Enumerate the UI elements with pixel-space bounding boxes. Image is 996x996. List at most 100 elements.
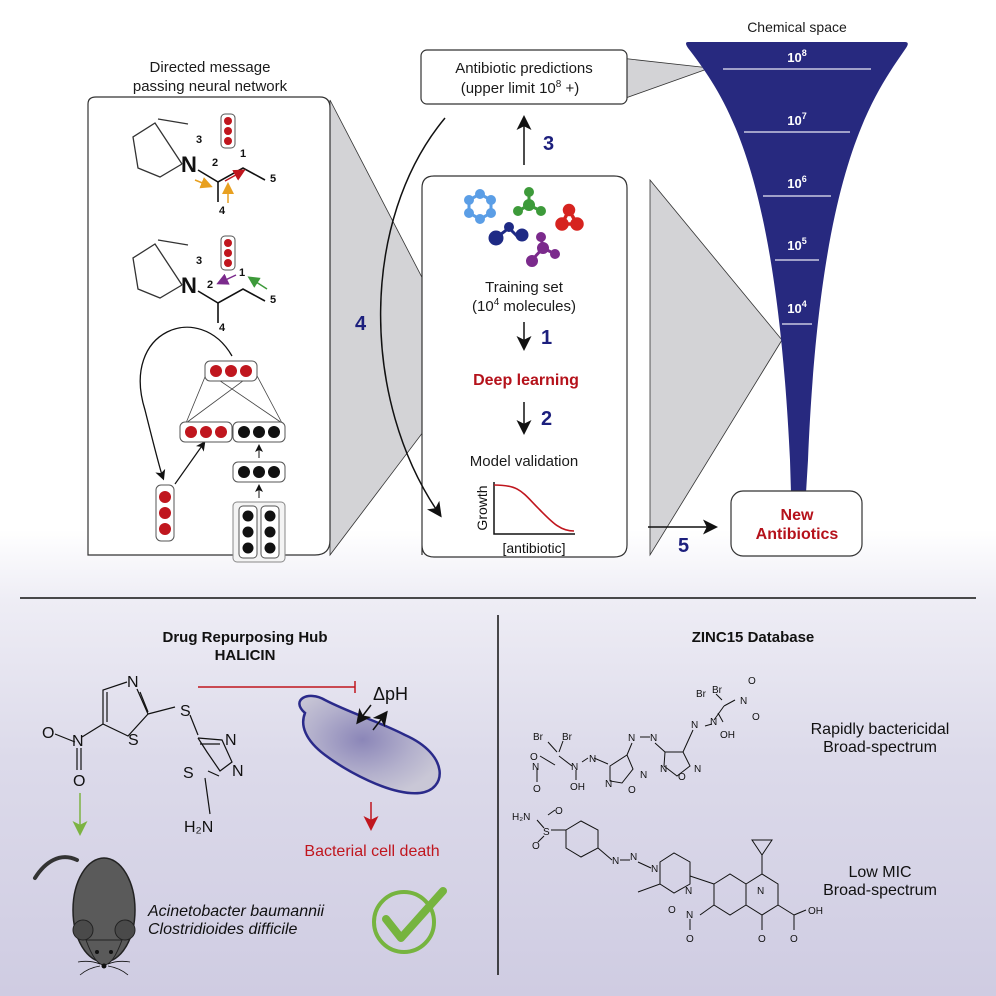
atom-N: N (605, 779, 612, 790)
atom-O: O (758, 934, 766, 945)
atom-S: S (543, 827, 550, 838)
zoom-projection-training (649, 178, 783, 557)
atom-N: N (691, 720, 698, 731)
chemical-space-title: Chemical space (747, 19, 847, 35)
atom-O: O (752, 712, 760, 723)
message-arrow-orange (194, 177, 213, 189)
zinc15-section: ZINC15 Database Br Br O N (512, 629, 949, 945)
atom-N-2: N (181, 273, 197, 298)
atom-index-4: 4 (219, 322, 226, 334)
atom-O: O (628, 785, 636, 796)
atom-N: N (740, 696, 747, 707)
hidden-vector-1 (220, 113, 236, 149)
atom-index-5: 5 (270, 173, 276, 185)
atom-Br: Br (712, 685, 723, 696)
growth-axis-label: Growth (474, 485, 490, 530)
hydroxyl: OH (720, 730, 735, 741)
zoom-projection-predictions (619, 57, 711, 101)
atom-O: O (686, 934, 694, 945)
compound-2-atoms: H₂N S O O N N N N N OH O O N O O (512, 806, 823, 945)
message-arrow-purple (216, 273, 237, 285)
growth-curve-plot: Growth [antibiotic] (474, 482, 575, 556)
step-3-label: 3 (543, 133, 554, 155)
molecule-icons (464, 187, 584, 267)
funnel-level-label: 108 (787, 48, 806, 65)
atom-O: O (668, 905, 676, 916)
predictions-line1: Antibiotic predictions (455, 60, 593, 77)
atom-index-5: 5 (270, 294, 276, 306)
predictions-line2: (upper limit 108 +) (461, 79, 580, 97)
atom-Br: Br (562, 732, 573, 743)
atom-index-4: 4 (219, 205, 226, 217)
molecule-graph-2 (132, 239, 266, 323)
funnel-level-label: 105 (787, 236, 806, 253)
step-2-label: 2 (541, 408, 552, 430)
mouse-icon (33, 855, 136, 976)
atom-N: N (660, 764, 667, 775)
compound-2-property-1: Low MIC (848, 864, 911, 881)
proton-flux-arrow-in (356, 704, 372, 725)
atom-N-1: N (181, 152, 197, 177)
triangle-molecule-icon (555, 203, 584, 231)
sulfonamide-amine: H₂N (512, 812, 530, 823)
atom-index-2: 2 (207, 279, 213, 291)
atom-N: N (225, 732, 237, 749)
funnel-dividers (723, 68, 871, 325)
delta-ph-label: ΔpH (373, 684, 408, 704)
dmpnn-panel: Directed message passing neural network … (87, 59, 331, 563)
hidden-vector-2 (220, 235, 236, 271)
deep-learning-label: Deep learning (473, 372, 579, 389)
atom-S: S (183, 765, 194, 782)
message-arrow-green (247, 276, 268, 290)
antibiotic-predictions-box: Antibiotic predictions (upper limit 108 … (420, 49, 628, 105)
drug-repurposing-section: Drug Repurposing Hub HALICIN N S S N N S… (33, 629, 447, 976)
atom-N: N (628, 733, 635, 744)
atom-N: N (640, 770, 647, 781)
atom-N: N (532, 762, 539, 773)
compound-1-atoms: Br Br O N O N N OH N O N N N N O N N N O… (530, 676, 760, 796)
atom-S: S (128, 732, 139, 749)
atom-Br: Br (533, 732, 544, 743)
antibiotic-axis-label: [antibiotic] (502, 540, 565, 556)
model-validation-label: Model validation (470, 453, 578, 470)
neural-network-diagram (139, 326, 286, 563)
atom-N: N (651, 864, 658, 875)
atom-N: N (757, 886, 764, 897)
new-antibiotics-box: New Antibiotics (730, 490, 863, 557)
nitro-O: O (73, 773, 85, 790)
atom-index-3: 3 (196, 134, 202, 146)
step-5-label: 5 (678, 535, 689, 557)
organism-clostridioides: Clostridioides difficile (148, 921, 297, 938)
halicin-structure (54, 681, 233, 815)
atom-index-1: 1 (239, 267, 245, 279)
message-arrow-red (224, 169, 246, 182)
proton-flux-arrow-out (372, 710, 388, 731)
checkmark-icon (372, 887, 447, 954)
atom-N: N (685, 886, 692, 897)
atom-N: N (612, 856, 619, 867)
atom-N: N (686, 910, 693, 921)
halicin-title: HALICIN (215, 647, 276, 664)
atom-O: O (532, 841, 540, 852)
atom-N: N (710, 717, 717, 728)
chain-molecule-icon-navy (488, 222, 529, 246)
step-4-label: 4 (355, 313, 367, 335)
funnel-level-label: 106 (787, 174, 806, 191)
atom-N: N (232, 763, 244, 780)
atom-N: N (127, 674, 139, 691)
atom-index-3: 3 (196, 255, 202, 267)
atom-S: S (180, 703, 191, 720)
atom-Br: Br (696, 689, 707, 700)
atom-O: O (678, 772, 686, 783)
bacterial-cell-death-label: Bacterial cell death (304, 843, 439, 860)
zinc15-title: ZINC15 Database (692, 629, 815, 646)
dmpnn-title-line1: Directed message (150, 59, 271, 76)
compound-2-structure (536, 809, 807, 930)
new-antibiotics-line2: Antibiotics (756, 526, 839, 543)
hexagon-molecule-icon (464, 189, 496, 224)
drug-repurposing-title: Drug Repurposing Hub (163, 629, 328, 646)
atom-N: N (694, 764, 701, 775)
